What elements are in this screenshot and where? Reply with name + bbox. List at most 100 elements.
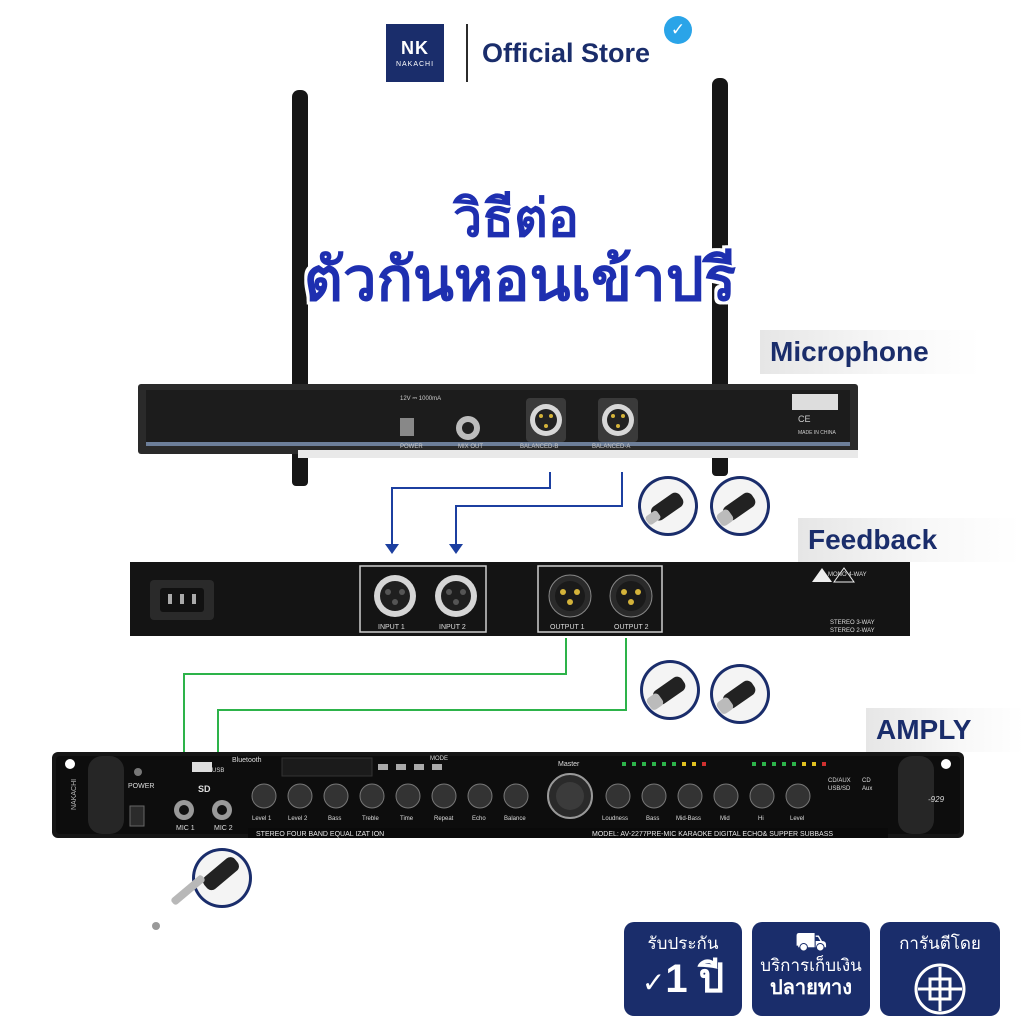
cod-line2-text: ปลายทาง <box>769 977 853 999</box>
eq-knob-label: Hi <box>758 816 764 822</box>
output2-text: OUTPUT 2 <box>614 624 649 631</box>
mode-text: MONO 4-WAY <box>828 572 867 578</box>
mic1-text: MIC 1 <box>176 825 195 832</box>
amply-label: AMPLY <box>866 708 1024 752</box>
eq-knob-label: Loudness <box>602 816 628 822</box>
eq-knob-label: Mid <box>720 816 730 822</box>
next-button[interactable] <box>414 764 424 770</box>
knob-label: Treble <box>362 816 379 822</box>
knob-label: Time <box>400 816 414 822</box>
output1-to-mic1-line <box>183 638 567 782</box>
power-switch <box>129 805 145 827</box>
power-jack <box>400 418 414 436</box>
cod-line1-text: บริการเก็บเงิน <box>760 956 862 975</box>
time-knob[interactable] <box>395 783 421 809</box>
mode-button[interactable] <box>432 764 442 770</box>
made-in-text: MADE IN CHINA <box>798 430 836 436</box>
spec-sticker <box>792 394 838 410</box>
title-line-1: วิธีต่อ <box>453 189 579 249</box>
power-spec-text: 12V ⎓ 1000mA <box>400 396 441 402</box>
eq-knobs <box>605 783 811 809</box>
sd-text: SD <box>198 784 211 794</box>
title-line-2: ตัวกันหอนเข้าปรี <box>303 245 737 315</box>
right-handle <box>898 756 934 834</box>
level1-knob[interactable] <box>251 783 277 809</box>
aux-text: Aux <box>862 786 872 792</box>
prev-button[interactable] <box>378 764 388 770</box>
loudness-knob[interactable] <box>605 783 631 809</box>
check-circle-icon: ✓ <box>641 967 666 998</box>
blue-routing-lines <box>385 472 623 554</box>
balanced-b-text: BALANCED-B <box>520 444 558 450</box>
brand-mark: NK <box>401 38 429 58</box>
knob-label: Level 1 <box>252 816 272 822</box>
balanced-a-to-input2-line <box>455 472 623 546</box>
bluetooth-text: Bluetooth <box>232 757 262 764</box>
arrow-down-icon <box>449 544 463 554</box>
input-panel <box>359 565 487 633</box>
repeat-knob[interactable] <box>431 783 457 809</box>
model-short-text: -929 <box>928 795 945 804</box>
official-store-label: Official Store <box>482 37 651 68</box>
right-antenna <box>712 78 728 476</box>
wireless-receiver: 12V ⎓ 1000mA POWER MIX OUT BALANCED-B BA… <box>138 384 858 458</box>
knob-label: Balance <box>504 816 526 822</box>
eq-bass-knob[interactable] <box>641 783 667 809</box>
jack-plug-photo <box>152 848 252 930</box>
strip-right-text: MODEL: AV-2277PRE-MIC KARAOKE DIGITAL EC… <box>592 831 833 838</box>
delivery-truck-icon: ⛟ <box>794 926 828 956</box>
eq-level-knob[interactable] <box>785 783 811 809</box>
microphone-label: Microphone <box>760 330 980 374</box>
control-knobs <box>251 783 529 809</box>
store-header: NK NAKACHI Official Store ✓ <box>386 16 692 84</box>
brand-name: NAKACHI <box>395 61 435 68</box>
hi-knob[interactable] <box>749 783 775 809</box>
arrow-down-icon <box>385 544 399 554</box>
check-badge-icon: ✓ <box>664 16 692 44</box>
guarantee-top-text: การันตีโดย <box>899 934 981 953</box>
cod-badge: ⛟ บริการเก็บเงิน ปลายทาง <box>752 922 870 1016</box>
karaoke-preamp: NAKACHI POWER MIC 1 MIC 2 USB SD Bluetoo… <box>52 752 964 838</box>
power-text: POWER <box>400 444 423 450</box>
strip-left-text: STEREO FOUR BAND EQUAL IZAT ION <box>256 831 384 838</box>
left-handle <box>88 756 124 834</box>
echo-knob[interactable] <box>467 783 493 809</box>
eq-knob-label: Mid-Bass <box>676 816 701 822</box>
guarantee-badge: การันตีโดย <box>880 922 1000 1016</box>
vu-meter-right <box>752 762 826 766</box>
level2-knob[interactable] <box>287 783 313 809</box>
warning-icon <box>812 568 832 582</box>
usb-text: USB <box>212 768 224 774</box>
amp-brand-text: NAKACHI <box>71 779 78 810</box>
brand-logo: NK NAKACHI <box>386 24 444 82</box>
knob-label: Echo <box>472 816 486 822</box>
output-panel <box>537 565 663 633</box>
balance-knob[interactable] <box>503 783 529 809</box>
cd-text: CD <box>862 778 871 784</box>
mid-knob[interactable] <box>713 783 739 809</box>
led-display <box>281 757 373 777</box>
header-divider <box>466 24 468 82</box>
mid-bass-knob[interactable] <box>677 783 703 809</box>
output2-to-mic2-line <box>217 638 627 782</box>
output1-text: OUTPUT 1 <box>550 624 585 631</box>
cd-aux-text: CD/AUX <box>828 778 851 784</box>
input2-text: INPUT 2 <box>439 624 466 631</box>
knob-label: Level 2 <box>288 816 308 822</box>
play-button[interactable] <box>396 764 406 770</box>
stereo-2way-text: STEREO 2-WAY <box>830 628 875 634</box>
input1-text: INPUT 1 <box>378 624 405 631</box>
eq-knob-label: Level <box>790 816 804 822</box>
knob-label: Bass <box>328 816 341 822</box>
amp-power-text: POWER <box>128 783 154 790</box>
feedback-label: Feedback <box>798 518 1020 562</box>
feedback-suppressor: INPUT 1 INPUT 2 OUTPUT 1 OUTPUT 2 MONO 4… <box>130 562 910 636</box>
stereo-3way-text: STEREO 3-WAY <box>830 620 875 626</box>
bass-knob[interactable] <box>323 783 349 809</box>
treble-knob[interactable] <box>359 783 385 809</box>
mode-text: MODE <box>430 756 448 762</box>
warranty-years-text: ✓1 ปี <box>641 957 725 1001</box>
balanced-b-to-input1-line <box>391 472 551 546</box>
vu-meter-left <box>622 762 706 766</box>
balanced-a-text: BALANCED-A <box>592 444 630 450</box>
